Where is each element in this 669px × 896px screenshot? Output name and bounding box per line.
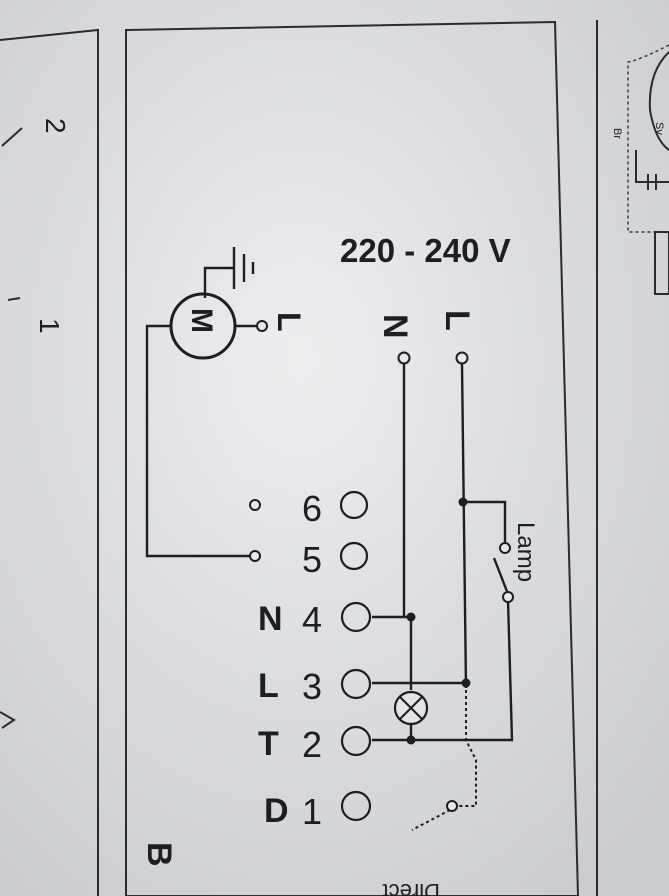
terminal-row: 6: [249, 488, 369, 529]
left-panel: 2 1: [0, 28, 99, 896]
terminal-row: 5: [249, 539, 369, 580]
junction-dot: [406, 735, 416, 745]
wiring: [145, 324, 514, 742]
junction-dot: [461, 678, 471, 688]
terminal-prefix: T: [258, 725, 279, 763]
lamp-switch-contact-top: [499, 542, 511, 554]
right-panel: Br Sv: [596, 20, 669, 896]
motor-l-label: L: [271, 312, 307, 332]
terminal-prefix: N: [258, 600, 283, 638]
supply-n-label: N: [376, 314, 414, 339]
terminal-number: 1: [302, 791, 322, 832]
right-panel-label-br: Br: [611, 128, 623, 139]
motor: M L: [169, 292, 307, 360]
direct-switch-contact: [446, 800, 458, 812]
terminal-number: 6: [302, 488, 322, 529]
panel-frame: [125, 20, 580, 896]
supply-l-terminal: [455, 351, 469, 365]
lamp-label: Lamp: [512, 522, 539, 582]
terminal-screw: [339, 490, 369, 520]
terminal-number: 5: [302, 539, 322, 580]
terminal-number: 3: [302, 666, 322, 707]
direct-label: Direct: [383, 879, 440, 896]
junction-dot: [458, 497, 468, 507]
terminal-row: T 2: [258, 724, 372, 765]
terminal-number: 4: [302, 599, 322, 640]
motor-l-terminal: [256, 320, 268, 332]
terminal-screw: [340, 725, 372, 757]
junction-dot: [406, 612, 416, 622]
supply-l-label: L: [438, 310, 476, 331]
terminal-row: D 1: [264, 790, 372, 832]
right-panel-label-sv: Sv: [653, 122, 665, 135]
terminal-prefix: L: [258, 667, 279, 705]
motor-symbol: M: [185, 308, 218, 333]
terminal-row: N 4: [258, 599, 372, 640]
terminal-screw: [339, 541, 369, 571]
direct-switch: [411, 690, 477, 831]
terminal-prefix: D: [264, 792, 289, 830]
voltage-label: 220 - 240 V: [340, 232, 511, 269]
indicator-lamp: [393, 690, 429, 726]
terminal-5-wire-end: [249, 550, 261, 562]
terminal-screw: [340, 668, 372, 700]
left-panel-label-2: 2: [40, 118, 71, 134]
ground-symbol: [203, 247, 255, 298]
terminal-screw: [340, 601, 372, 633]
terminal-row: L 3: [258, 666, 372, 707]
terminal-block: 6 5 N 4 L 3 T 2 D 1: [249, 488, 372, 832]
terminal-6-wire-end: [249, 499, 261, 511]
supply-n-terminal: [397, 351, 411, 365]
terminal-number: 2: [302, 724, 322, 765]
left-panel-label-1: 1: [34, 318, 65, 334]
panel-letter: B: [140, 842, 178, 867]
lamp-switch-contact-bottom: [502, 591, 514, 603]
terminal-screw: [340, 790, 372, 822]
